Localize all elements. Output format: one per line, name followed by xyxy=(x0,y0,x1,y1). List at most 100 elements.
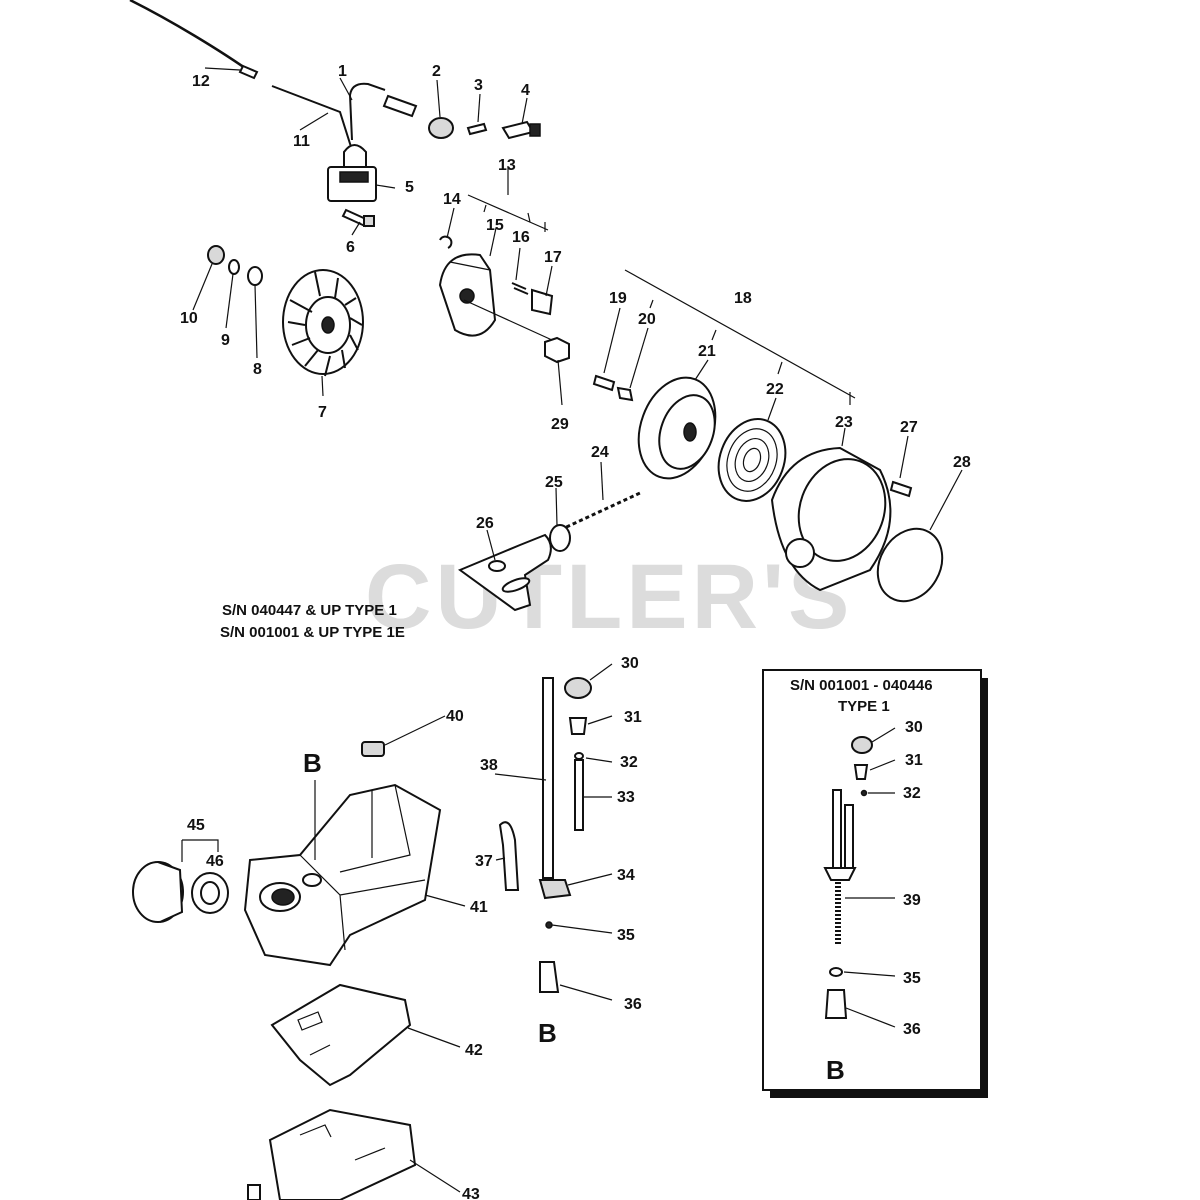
fuel-cap xyxy=(132,861,184,923)
inset-connector-b: B xyxy=(826,1055,845,1085)
inset-fitting xyxy=(823,867,857,881)
flat-washer xyxy=(247,266,263,286)
clip xyxy=(545,921,553,929)
starter-screw xyxy=(592,374,616,392)
starter-rope xyxy=(559,491,641,532)
inset-tube-b xyxy=(844,804,854,871)
starter-housing xyxy=(770,446,892,592)
inset-tube-a xyxy=(832,789,842,871)
spark-plug-hex xyxy=(529,123,541,137)
vent-line xyxy=(498,821,520,891)
callout-8: 8 xyxy=(253,361,262,378)
callout-38: 38 xyxy=(480,757,498,774)
inset-vent-valve xyxy=(853,764,869,780)
inset-title-type: TYPE 1 xyxy=(838,698,890,715)
flywheel xyxy=(282,269,364,377)
cap-gasket-hole xyxy=(200,881,220,905)
callout-13: 13 xyxy=(498,157,516,174)
callout-11: 11 xyxy=(293,133,310,150)
return-tube xyxy=(574,759,584,831)
callout-1: 1 xyxy=(338,63,347,80)
fuel-tank xyxy=(243,783,442,967)
kill-wire xyxy=(271,85,353,151)
callout-43: 43 xyxy=(462,1186,480,1200)
callout-12: 12 xyxy=(192,73,210,90)
inset-fuel-filter xyxy=(824,989,848,1019)
callout-15: 15 xyxy=(486,217,504,234)
recoil-spring xyxy=(717,418,787,502)
rope-pulley xyxy=(637,376,717,480)
callout-25: 25 xyxy=(545,474,563,491)
callout-17: 17 xyxy=(544,249,562,266)
fuel-filter xyxy=(539,961,560,993)
callout-labels: 1 2 3 4 5 6 7 8 9 10 11 12 13 14 15 16 1… xyxy=(180,63,971,1200)
e-clip xyxy=(439,235,453,249)
inset-callout-39: 39 xyxy=(903,892,921,909)
rope-grommet xyxy=(549,524,571,552)
callout-34: 34 xyxy=(617,867,635,884)
callout-36: 36 xyxy=(624,996,642,1013)
module-bracket xyxy=(343,144,367,168)
callout-4: 4 xyxy=(521,82,530,99)
callout-35: 35 xyxy=(617,927,635,944)
inset-callout-36: 36 xyxy=(903,1021,921,1038)
callout-26: 26 xyxy=(476,515,494,532)
callout-46: 46 xyxy=(206,853,224,870)
spark-plug-boot xyxy=(348,82,386,141)
callout-24: 24 xyxy=(591,444,609,461)
lock-washer xyxy=(228,259,240,275)
inset-clip xyxy=(829,967,843,977)
housing-screw xyxy=(889,480,913,498)
callout-23: 23 xyxy=(835,414,853,431)
cable-end xyxy=(238,64,259,80)
screw-head xyxy=(363,215,375,227)
pawl-spring xyxy=(511,282,529,295)
connector-b-tank: B xyxy=(303,748,322,778)
inset-o-ring xyxy=(860,789,868,797)
callout-28: 28 xyxy=(953,454,971,471)
serial-note-type-1: S/N 040447 & UP TYPE 1 xyxy=(222,602,397,619)
inset-box xyxy=(762,669,988,1098)
inset-vent-cap xyxy=(851,736,873,754)
vent-valve xyxy=(568,717,588,735)
starter-handle xyxy=(457,533,552,612)
grommet-fitting xyxy=(538,879,572,900)
callout-37: 37 xyxy=(475,853,493,870)
callout-29: 29 xyxy=(551,416,569,433)
callout-27: 27 xyxy=(900,419,918,436)
starter-washer xyxy=(616,386,634,402)
callout-32: 32 xyxy=(620,754,638,771)
guard-screw xyxy=(247,1184,261,1200)
spark-plug xyxy=(501,120,535,140)
connector-b-filter: B xyxy=(538,1018,557,1048)
pickup-tube xyxy=(542,677,554,879)
callout-9: 9 xyxy=(221,332,230,349)
pulley-nut xyxy=(544,336,570,364)
callout-21: 21 xyxy=(698,343,716,360)
inset-callout-31: 31 xyxy=(905,752,923,769)
callout-19: 19 xyxy=(609,290,627,307)
callout-30: 30 xyxy=(621,655,639,672)
callout-14: 14 xyxy=(443,191,461,208)
housing-gasket xyxy=(876,527,944,603)
module-core xyxy=(339,171,369,183)
callout-40: 40 xyxy=(446,708,464,725)
callout-2: 2 xyxy=(432,63,441,80)
pawl xyxy=(531,288,554,316)
leader-lines xyxy=(181,67,963,1193)
o-ring xyxy=(574,752,584,760)
callout-33: 33 xyxy=(617,789,635,806)
tank-guard xyxy=(270,983,412,1087)
inset-callout-32: 32 xyxy=(903,785,921,802)
lower-guard xyxy=(268,1108,417,1200)
inset-title-serial: S/N 001001 - 040446 xyxy=(790,677,933,694)
spring-clip xyxy=(466,122,488,136)
callout-18: 18 xyxy=(734,290,752,307)
boot-terminal xyxy=(382,94,418,118)
inset-callout-30: 30 xyxy=(905,719,923,736)
callout-41: 41 xyxy=(470,899,488,916)
serial-note-type-1e: S/N 001001 & UP TYPE 1E xyxy=(220,624,405,641)
callout-10: 10 xyxy=(180,310,198,327)
callout-16: 16 xyxy=(512,229,530,246)
